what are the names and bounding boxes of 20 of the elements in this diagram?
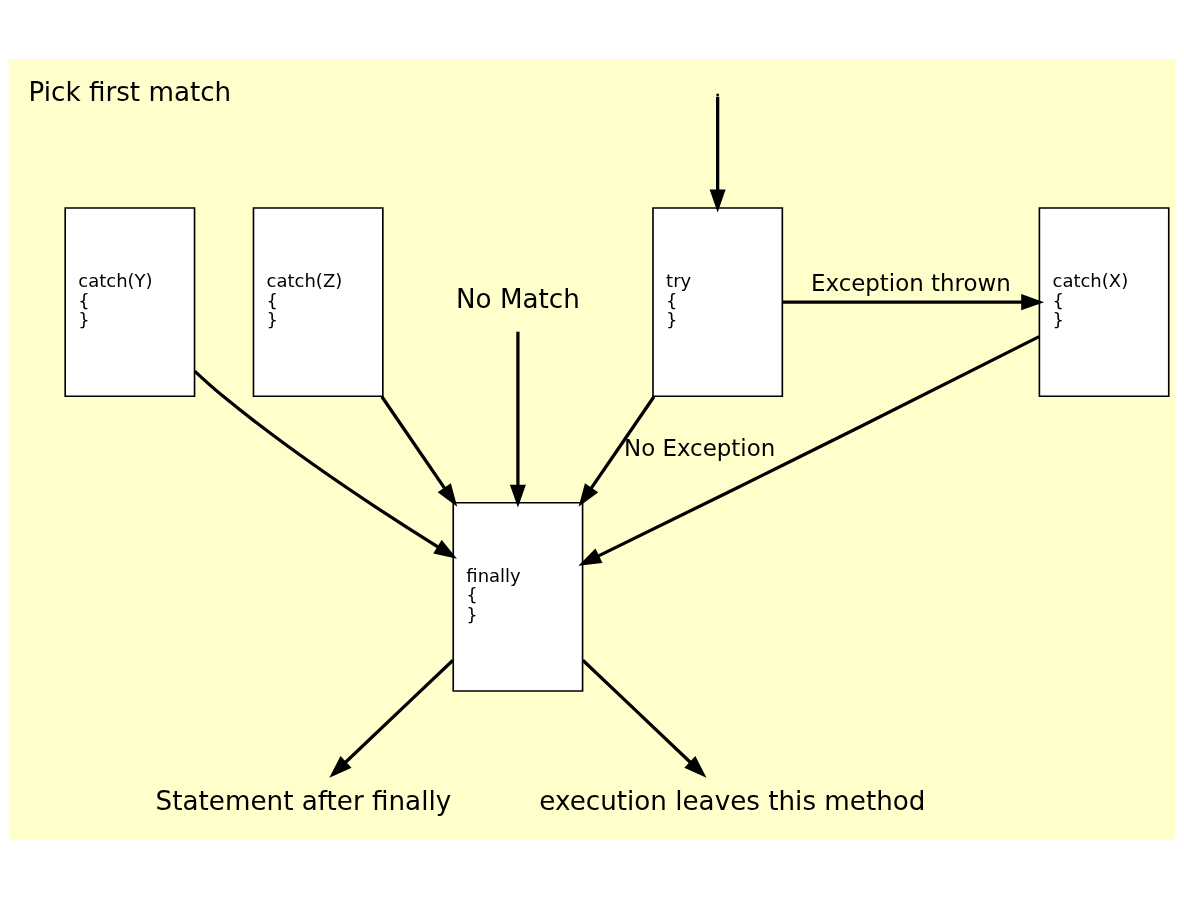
node-text: Statement after finally bbox=[155, 786, 452, 817]
arrow bbox=[782, 294, 1045, 311]
node-text: No Match bbox=[455, 284, 580, 315]
node-text: execution leaves this method bbox=[539, 786, 926, 817]
arrow bbox=[581, 659, 707, 778]
arrow bbox=[193, 369, 457, 559]
node-box: catch(X) { } bbox=[1038, 207, 1170, 398]
arrow bbox=[329, 659, 455, 778]
node-box: catch(Y) { } bbox=[64, 207, 196, 398]
label: Pick first match bbox=[28, 77, 232, 108]
edge-label: No Exception bbox=[624, 434, 776, 461]
arrow bbox=[509, 331, 526, 508]
arrow bbox=[578, 395, 656, 507]
arrow bbox=[380, 395, 458, 507]
arrow bbox=[709, 96, 726, 213]
node-box: try { } bbox=[652, 207, 784, 398]
arrow bbox=[578, 335, 1040, 566]
edge-label: Exception thrown bbox=[811, 270, 1011, 297]
node-box: finally { } bbox=[452, 501, 584, 692]
node-box: catch(Z) { } bbox=[252, 207, 384, 398]
